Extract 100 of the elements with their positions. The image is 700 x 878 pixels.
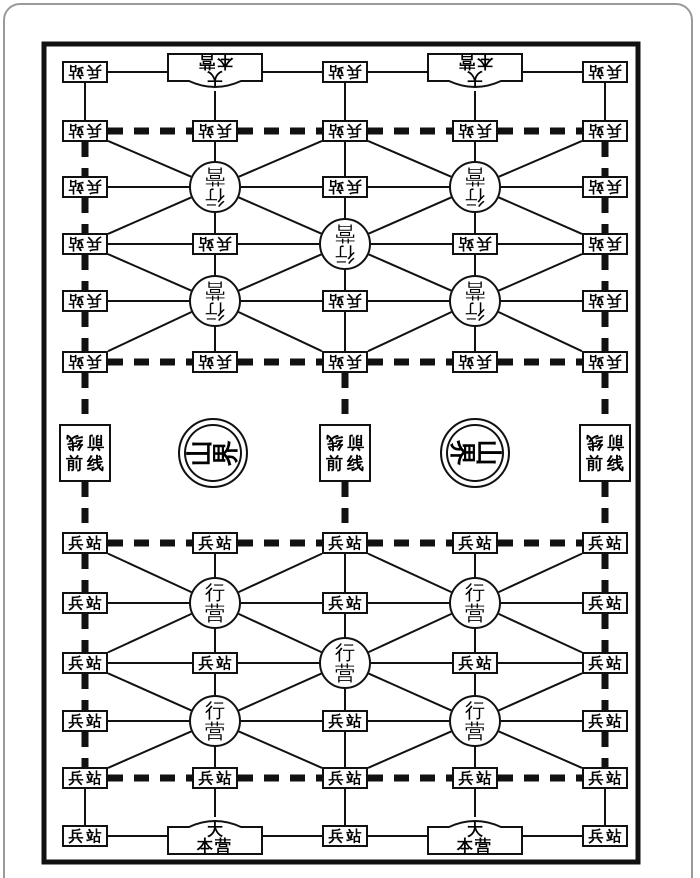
road-line — [108, 602, 189, 604]
road-line — [214, 674, 216, 695]
railway-line — [82, 614, 88, 652]
station-box: 兵站 — [192, 351, 238, 373]
road-line — [108, 835, 167, 837]
railway-line — [368, 540, 452, 546]
road-line — [108, 196, 192, 235]
station-box: 兵站 — [452, 532, 498, 554]
road-line — [368, 835, 427, 837]
road-line — [344, 198, 346, 218]
railway-line — [368, 774, 452, 782]
road-line — [214, 554, 216, 577]
camp-circle: 行营 — [449, 275, 501, 327]
railway-line — [602, 732, 608, 767]
front-line-label: 前线 — [582, 431, 625, 453]
railway-line — [82, 674, 88, 710]
road-line — [214, 747, 216, 767]
road-line — [238, 552, 322, 593]
road-line — [344, 614, 346, 637]
front-line-label: 前线 — [585, 453, 628, 476]
road-line — [241, 300, 322, 302]
road-line — [84, 789, 86, 825]
road-line — [241, 186, 322, 188]
front-line-label: 前线 — [322, 431, 365, 453]
road-line — [368, 672, 452, 712]
headquarters-box: 大本营 — [427, 53, 523, 91]
road-line — [368, 613, 452, 653]
road-line — [344, 732, 346, 767]
camp-circle: 行营 — [319, 218, 371, 270]
station-box: 兵站 — [62, 351, 108, 373]
road-line — [84, 83, 86, 120]
railway-line — [108, 540, 192, 546]
road-line — [344, 789, 346, 825]
road-line — [498, 253, 582, 292]
station-box: 兵站 — [62, 61, 108, 83]
station-box: 兵站 — [452, 351, 498, 373]
station-box: 兵站 — [62, 532, 108, 554]
station-box: 兵站 — [582, 61, 628, 83]
railway-line — [498, 774, 582, 782]
station-box: 兵站 — [192, 532, 238, 554]
road-line — [371, 662, 452, 664]
railway-line — [602, 554, 608, 592]
road-line — [238, 243, 319, 245]
road-line — [108, 662, 192, 664]
road-line — [368, 140, 452, 178]
road-line — [344, 270, 346, 290]
station-box: 兵站 — [582, 825, 628, 847]
road-line — [474, 554, 476, 577]
railway-line — [602, 198, 608, 233]
station-box: 兵站 — [452, 120, 498, 142]
railway-line — [238, 358, 322, 366]
road-line — [238, 672, 322, 712]
road-line — [241, 602, 322, 604]
station-box: 兵站 — [62, 652, 108, 674]
road-line — [368, 71, 427, 73]
road-line — [108, 720, 189, 722]
road-line — [368, 186, 449, 188]
road-line — [498, 140, 582, 178]
camp-circle: 行营 — [189, 275, 241, 327]
road-line — [498, 662, 582, 664]
road-line — [263, 71, 322, 73]
railway-line — [238, 774, 322, 782]
road-line — [214, 255, 216, 275]
front-line-label: 前线 — [62, 431, 105, 453]
station-box: 兵站 — [62, 592, 108, 614]
station-box: 兵站 — [322, 592, 368, 614]
road-line — [108, 253, 192, 292]
road-line — [238, 662, 319, 664]
station-box: 兵站 — [192, 767, 238, 789]
road-line — [108, 140, 192, 178]
road-line — [344, 312, 346, 351]
road-line — [108, 613, 192, 654]
mountain-label: 山界 — [449, 440, 501, 466]
road-line — [474, 629, 476, 652]
road-line — [498, 730, 582, 769]
road-line — [108, 300, 189, 302]
road-line — [108, 243, 192, 245]
road-line — [368, 300, 449, 302]
road-line — [474, 327, 476, 351]
front-line-label: 前线 — [325, 453, 368, 476]
road-line — [108, 311, 192, 352]
station-box: 兵站 — [582, 176, 628, 198]
railway-line — [82, 312, 88, 351]
road-line — [108, 186, 189, 188]
camp-circle: 行营 — [449, 695, 501, 747]
road-line — [238, 730, 322, 769]
headquarters-box: 大本营 — [167, 817, 263, 855]
front-line-label: 前线 — [65, 453, 108, 476]
road-line — [501, 720, 582, 722]
road-line — [474, 255, 476, 275]
road-line — [368, 196, 452, 235]
railway-line — [82, 198, 88, 233]
station-box: 兵站 — [452, 233, 498, 255]
road-line — [368, 602, 449, 604]
road-line — [474, 91, 476, 120]
headquarters-box: 大本营 — [427, 817, 523, 855]
road-line — [368, 720, 449, 722]
station-box: 兵站 — [322, 61, 368, 83]
road-line — [214, 142, 216, 161]
road-line — [474, 789, 476, 817]
